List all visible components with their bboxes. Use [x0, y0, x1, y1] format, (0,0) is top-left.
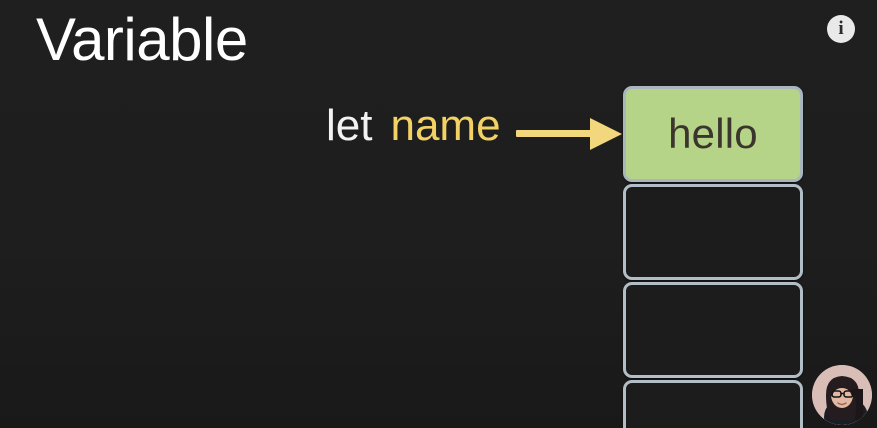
keyword-let: let [326, 101, 373, 150]
memory-box-value: hello [668, 110, 758, 157]
right-arrow-icon [516, 117, 624, 151]
memory-boxes: hello [623, 86, 803, 428]
memory-box-0[interactable]: hello [623, 86, 803, 182]
identifier-name: name [390, 101, 501, 150]
info-icon[interactable]: i [827, 15, 855, 43]
info-icon-glyph: i [838, 18, 844, 39]
presenter-webcam[interactable] [812, 365, 872, 425]
memory-box-2[interactable] [623, 282, 803, 378]
memory-box-3[interactable] [623, 380, 803, 428]
memory-box-1[interactable] [623, 184, 803, 280]
page-title: Variable [36, 6, 248, 73]
